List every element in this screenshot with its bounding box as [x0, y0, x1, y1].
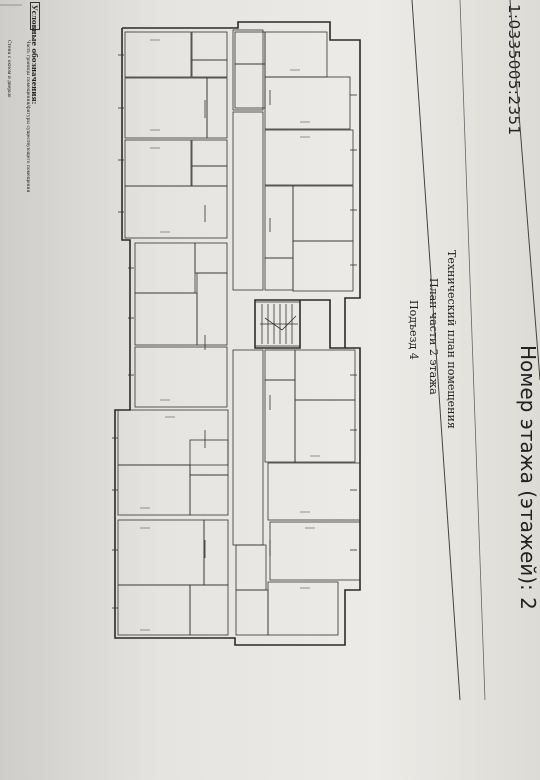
building-outline [114, 21, 361, 646]
right-rooms-lower [235, 349, 361, 636]
left-rooms-lower [117, 346, 229, 636]
staircase [254, 301, 301, 347]
frame-line [459, 0, 486, 701]
frame-line [411, 0, 461, 701]
door-marks [112, 54, 357, 609]
frame-line [509, 0, 540, 381]
left-rooms-upper [124, 31, 228, 346]
room-dimension-marks [140, 39, 320, 631]
legend-symbol-box [30, 2, 40, 30]
corridor [232, 29, 267, 591]
right-rooms-upper [234, 31, 354, 292]
